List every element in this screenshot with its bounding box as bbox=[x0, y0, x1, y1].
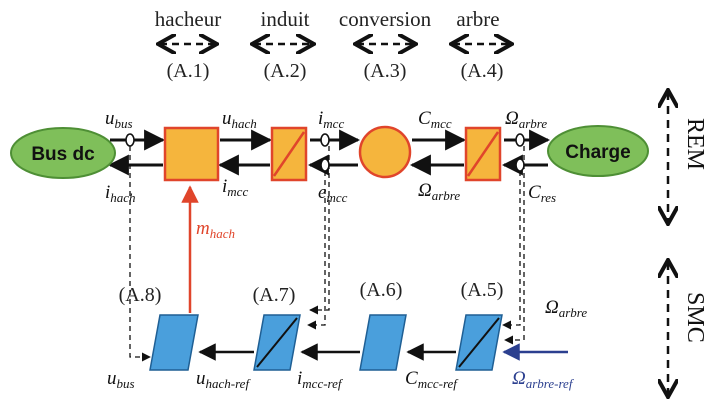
label-c-mcc-ref: Cmcc-ref bbox=[405, 368, 459, 391]
feedback-i-mcc bbox=[309, 146, 330, 315]
hacheur-block bbox=[163, 126, 220, 182]
label-m-hach: mhach bbox=[196, 218, 235, 241]
rem-label: REM bbox=[682, 118, 708, 170]
ref-a2: (A.2) bbox=[264, 60, 307, 82]
charge-source bbox=[547, 125, 649, 177]
conversion-block bbox=[358, 125, 412, 179]
feedback-c-res bbox=[502, 171, 521, 330]
ref-a4: (A.4) bbox=[461, 60, 504, 82]
bus-dc-label: Bus dc bbox=[31, 144, 95, 165]
feedback-omega-arbre bbox=[504, 146, 525, 345]
arbre-diagonal bbox=[466, 131, 500, 177]
smc-block-a6 bbox=[359, 314, 407, 371]
smc-block-a8 bbox=[149, 314, 199, 371]
label-i-mcc-bottom: imcc bbox=[222, 176, 248, 199]
header-hacheur: hacheur bbox=[155, 7, 221, 31]
ref-a5: (A.5) bbox=[461, 279, 504, 301]
smc-label: SMC bbox=[682, 292, 708, 343]
label-u-bus-top: ubus bbox=[105, 108, 133, 131]
ref-a3: (A.3) bbox=[364, 60, 407, 82]
sensor-omega-arbre bbox=[515, 133, 525, 147]
label-omega-arbre-smc: Ωarbre bbox=[545, 297, 587, 320]
label-u-hach: uhach bbox=[222, 108, 257, 131]
label-omega-arbre-top: Ωarbre bbox=[505, 108, 547, 131]
induit-diagonal bbox=[272, 131, 306, 177]
sensor-u-bus bbox=[125, 133, 135, 147]
label-i-mcc-ref: imcc-ref bbox=[297, 368, 344, 391]
label-i-hach: ihach bbox=[105, 182, 136, 205]
smc-a5-diagonal bbox=[458, 317, 500, 368]
label-omega-arbre-mid: Ωarbre bbox=[418, 180, 460, 203]
feedback-u-bus bbox=[129, 146, 151, 362]
sensor-i-mcc bbox=[320, 133, 330, 147]
ref-a1: (A.1) bbox=[167, 60, 210, 82]
label-i-mcc-top: imcc bbox=[318, 108, 344, 131]
ref-a8: (A.8) bbox=[119, 284, 162, 306]
ref-a6: (A.6) bbox=[360, 279, 403, 301]
smc-a7-diagonal bbox=[256, 317, 298, 368]
bus-dc-source bbox=[10, 127, 116, 179]
label-u-hach-ref: uhach-ref bbox=[196, 368, 251, 391]
label-e-mcc: emcc bbox=[318, 182, 348, 205]
header-conversion: conversion bbox=[339, 7, 432, 31]
label-omega-arbre-ref: Ωarbre-ref bbox=[512, 368, 575, 391]
sensor-c-res bbox=[515, 158, 525, 172]
sensor-e-mcc bbox=[320, 158, 330, 172]
ref-a7: (A.7) bbox=[253, 284, 296, 306]
label-c-res: Cres bbox=[528, 182, 556, 205]
feedback-e-mcc bbox=[307, 171, 326, 330]
charge-label: Charge bbox=[565, 142, 630, 163]
header-arbre: arbre bbox=[456, 7, 499, 31]
header-induit: induit bbox=[260, 7, 309, 31]
label-u-bus-bottom: ubus bbox=[107, 368, 135, 391]
label-c-mcc: Cmcc bbox=[418, 108, 452, 131]
